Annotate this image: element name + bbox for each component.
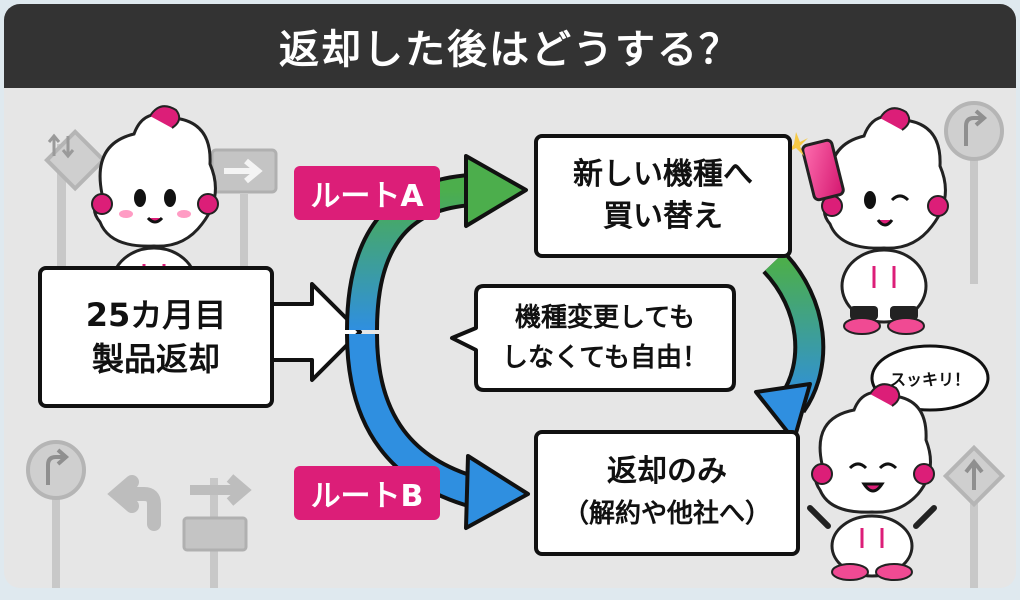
start-box-line1: 25カ月目: [85, 296, 227, 334]
option-new-line2: 買い替え: [603, 199, 723, 234]
mascot-happy-icon: [807, 383, 937, 581]
page-title: 返却した後はどうする？: [279, 27, 741, 73]
route-a-arrow-icon: [345, 154, 528, 331]
sign-turn-left-arrow-icon: [107, 475, 161, 531]
illustration-layer: [26, 101, 1006, 588]
center-bubble: 機種変更しても しなくても自由！: [480, 288, 730, 388]
route-b-label: ルートB: [294, 466, 440, 520]
option-new-model-box: 新しい機種へ 買い替え: [534, 134, 792, 258]
center-bubble-line2: しなくても自由！: [502, 343, 708, 373]
infographic-frame: 返却した後はどうする？ 25カ月目 製品返却 ルートA ルートB 新しい機種へ …: [4, 4, 1016, 588]
start-arrow-icon: [270, 282, 362, 382]
route-a-label: ルートA: [294, 166, 440, 220]
option-new-line1: 新しい機種へ: [573, 157, 753, 192]
sign-two-way-arrow-icon: [182, 474, 252, 588]
option-return-line1: 返却のみ: [607, 454, 727, 489]
start-box: 25カ月目 製品返却: [38, 266, 274, 408]
connector-arrow-icon: [754, 250, 826, 442]
mascot-bubble: スッキリ！: [876, 356, 984, 400]
sign-diamond-arrow-icon: [942, 444, 1006, 588]
route-b-arrow-icon: [345, 333, 530, 530]
header-bar: 返却した後はどうする？: [4, 4, 1016, 88]
center-bubble-line1: 機種変更しても: [515, 303, 695, 333]
sign-turn-right-icon: [944, 101, 1004, 284]
center-bubble-shape: [450, 284, 736, 392]
start-box-line2: 製品返却: [91, 340, 220, 378]
option-return-only-box: 返却のみ （解約や他社へ）: [534, 430, 800, 556]
sign-right-arrow-icon: [210, 148, 278, 314]
option-return-line2: （解約や他社へ）: [562, 499, 771, 529]
sign-double-arrow-icon: [44, 129, 107, 284]
sign-turn-right-bottom-icon: [26, 440, 86, 588]
mascot-with-phone-icon: [788, 107, 949, 335]
mascot-bubble-shape: [870, 344, 990, 412]
mascot-bubble-text: スッキリ！: [889, 370, 970, 389]
